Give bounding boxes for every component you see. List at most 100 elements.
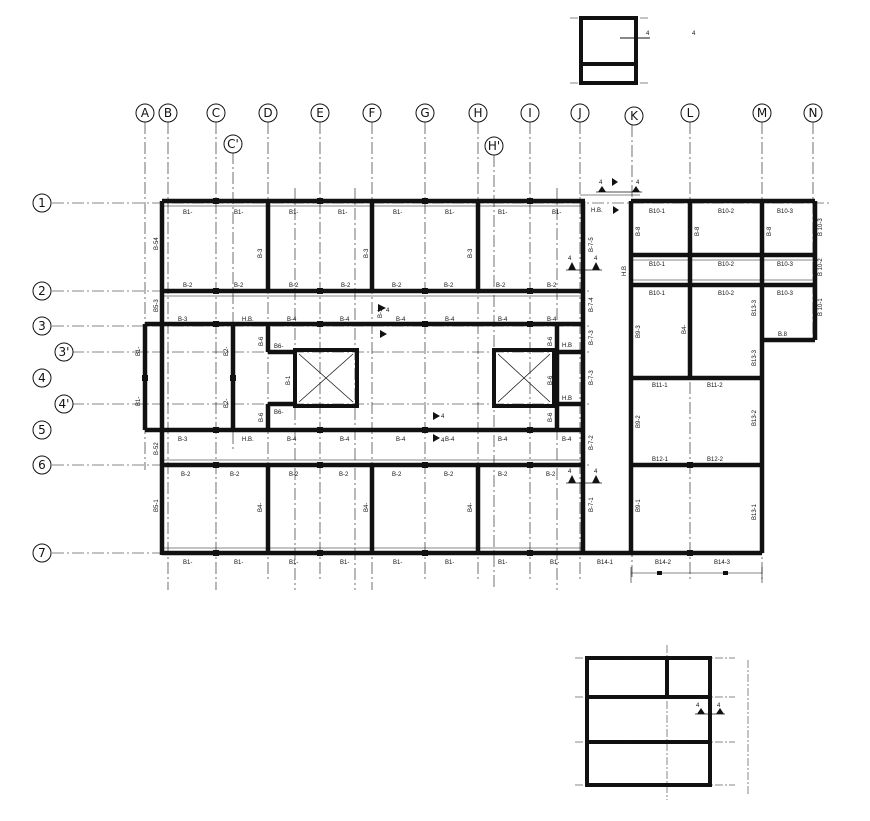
beam-label: B-4 — [287, 437, 297, 443]
svg-text:J: J — [577, 106, 582, 120]
beam-label: B 10-3 — [818, 218, 824, 236]
svg-text:6: 6 — [38, 458, 46, 472]
grid-bubble-7: 7 — [32, 543, 52, 563]
beam-label: B6- — [274, 344, 283, 350]
svg-text:C': C' — [227, 137, 239, 151]
grid-bubble-d: D — [258, 103, 278, 123]
svg-text:L: L — [687, 106, 694, 120]
grid-bubble-h: H — [468, 103, 488, 123]
grid-bubble-b: B — [158, 103, 178, 123]
svg-text:F: F — [369, 106, 376, 120]
beam-label: B-7-2 — [589, 435, 595, 450]
beam-label: B-2 — [181, 472, 191, 478]
section-mark: 4 — [599, 180, 603, 186]
grid-bubble-3: 3 — [32, 316, 52, 336]
section-mark: 4 — [692, 31, 696, 37]
beams — [142, 198, 818, 556]
grid-bubble-c-prime: C' — [223, 134, 243, 154]
beam-label: B12-2 — [707, 457, 724, 463]
beam-label: B.8 — [778, 332, 788, 338]
beam-label: B-2 — [546, 472, 556, 478]
beam-label: B1- — [393, 560, 402, 566]
beam-label: B-2 — [183, 283, 193, 289]
beam-label: B1- — [445, 560, 454, 566]
beam-label: B13-3 — [752, 349, 758, 366]
svg-text:B: B — [164, 106, 172, 120]
grid-bubble-m: M — [752, 103, 772, 123]
beam-label: B10-1 — [649, 291, 666, 297]
beam-label: B 10-2 — [818, 258, 824, 276]
beam-label: H.B — [622, 266, 628, 276]
svg-text:A: A — [141, 106, 150, 120]
beam-label: B1- — [498, 210, 507, 216]
beam-label: B-2 — [496, 283, 506, 289]
beam-label: B-4 — [340, 437, 350, 443]
beam-label: B-4 — [498, 437, 508, 443]
beam-label: B9-1 — [636, 499, 642, 512]
beam-label: B-2 — [444, 283, 454, 289]
grid-bubble-n: N — [803, 103, 823, 123]
detail-bottom: 4 4 — [575, 645, 749, 800]
beam-label: B-3 — [468, 248, 474, 258]
grid-bubble-h-prime: H' — [484, 136, 504, 156]
beam-label: B-6 — [548, 336, 554, 346]
grid-bubble-l: L — [680, 103, 700, 123]
svg-text:5: 5 — [38, 423, 46, 437]
grid-column-bubbles: A B C D E F G H I J K L M N C' H' — [135, 103, 823, 156]
beam-label: B-7-1 — [589, 497, 595, 512]
beam-label: B1- — [338, 210, 347, 216]
section-mark-labels: 4 4 4 4 4 4 4 4 4 — [386, 180, 640, 475]
beam-label: B1- — [289, 210, 298, 216]
grid-row-bubbles: 1 2 3 3' 4 4' 5 6 7 — [32, 193, 74, 563]
beam-label: B-2 — [392, 472, 402, 478]
beam-label: B1- — [498, 560, 507, 566]
section-mark: 4 — [568, 256, 572, 262]
beam-label: B-7-3 — [589, 370, 595, 385]
section-mark: 4 — [441, 438, 445, 444]
beam-label: B-3 — [258, 248, 264, 258]
beam-label: B-1 — [378, 308, 384, 318]
beam-label: B-4 — [445, 317, 455, 323]
beam-label: B12-1 — [652, 457, 669, 463]
beam-label: B4- — [258, 503, 264, 512]
svg-text:H: H — [473, 106, 482, 120]
grid-bubble-j: J — [570, 103, 590, 123]
beam-label: B 10-1 — [818, 298, 824, 316]
section-mark: 4 — [717, 703, 721, 709]
svg-text:7: 7 — [38, 546, 46, 560]
beam-label: B-6 — [259, 336, 265, 346]
beam-label: B5-3 — [154, 299, 160, 312]
beam-label: B-54 — [154, 237, 160, 250]
beam-label: B14-3 — [714, 560, 731, 566]
grid-bubble-e: E — [310, 103, 330, 123]
beam-label: B10-3 — [777, 291, 794, 297]
beam-label: B1- — [136, 397, 142, 406]
svg-text:4': 4' — [59, 397, 70, 411]
beam-label: B1- — [393, 210, 402, 216]
beam-label: B10-2 — [718, 291, 735, 297]
section-markers — [378, 178, 642, 484]
section-mark: 4 — [636, 180, 640, 186]
detail-top: 4 4 — [570, 16, 696, 85]
beam-label: B1- — [550, 560, 559, 566]
grid-bubble-5: 5 — [32, 420, 52, 440]
grid-bubble-3-prime: 3' — [54, 342, 74, 362]
beam-label: B-2 — [444, 472, 454, 478]
beam-label: B-2 — [392, 283, 402, 289]
beam-inner-lines — [162, 205, 815, 549]
beam-label: B10-3 — [777, 209, 794, 215]
beam-label: B13-2 — [752, 409, 758, 426]
beam-label: B10-2 — [718, 262, 735, 268]
beam-label: B6- — [274, 410, 283, 416]
beam-label: B9-3 — [636, 325, 642, 338]
beam-label: B9-2 — [636, 415, 642, 428]
svg-text:M: M — [757, 106, 767, 120]
beam-label: B-6 — [548, 412, 554, 422]
svg-text:4: 4 — [38, 371, 46, 385]
section-mark: 4 — [568, 469, 572, 475]
beam-label: B13-3 — [752, 299, 758, 316]
dimension-line — [630, 567, 763, 583]
beam-label: B1- — [136, 347, 142, 356]
beam-label: B2- — [224, 347, 230, 356]
beam-label: B-4 — [396, 317, 406, 323]
